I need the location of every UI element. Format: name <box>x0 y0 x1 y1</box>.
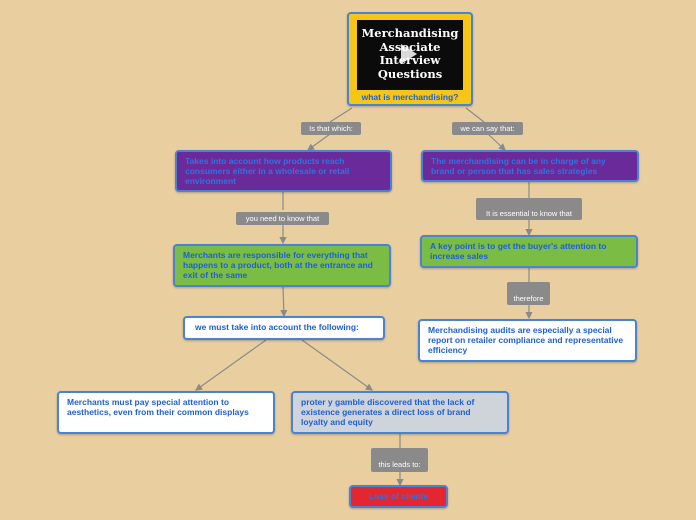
node-audits[interactable]: Merchandising audits are especially a sp… <box>418 319 637 362</box>
video-thumbnail[interactable]: Merchandising Associate Interview Questi… <box>357 20 463 90</box>
connector-root-left <box>308 107 353 150</box>
node-merchandising-in-charge[interactable]: The merchandising can be in charge of an… <box>421 150 639 182</box>
root-node[interactable]: Merchandising Associate Interview Questi… <box>347 12 473 106</box>
node-must-take-into-account[interactable]: we must take into account the following: <box>183 316 385 340</box>
label-you-need-to-know: you need to know that <box>236 212 329 225</box>
connector-to-proter <box>301 339 373 391</box>
node-takes-into-account[interactable]: Takes into account how products reach co… <box>175 150 392 192</box>
label-therefore: therefore <box>507 282 550 305</box>
label-is-that-which: Is that which: <box>301 122 361 135</box>
label-it-is-essential: It is essential to know that <box>476 198 582 220</box>
node-merchants-responsible[interactable]: Merchants are responsible for everything… <box>173 244 391 287</box>
connector-root-right <box>465 107 505 150</box>
node-proter-gamble[interactable]: proter y gamble discovered that the lack… <box>291 391 509 434</box>
thumbnail-title: Merchandising Associate Interview Questi… <box>361 26 459 81</box>
play-icon[interactable] <box>401 44 417 64</box>
label-we-can-say-that: we can say that: <box>452 122 523 135</box>
node-aesthetics[interactable]: Merchants must pay special attention to … <box>57 391 275 434</box>
connector-to-aesthetics <box>195 339 267 391</box>
node-key-point[interactable]: A key point is to get the buyer's attent… <box>420 235 638 268</box>
connector-left-2 <box>280 286 288 318</box>
label-this-leads-to: this leads to: <box>371 448 428 472</box>
node-loss-of-clients[interactable]: Loss of clients <box>349 485 448 508</box>
root-caption: what is merchandising? <box>361 92 459 102</box>
